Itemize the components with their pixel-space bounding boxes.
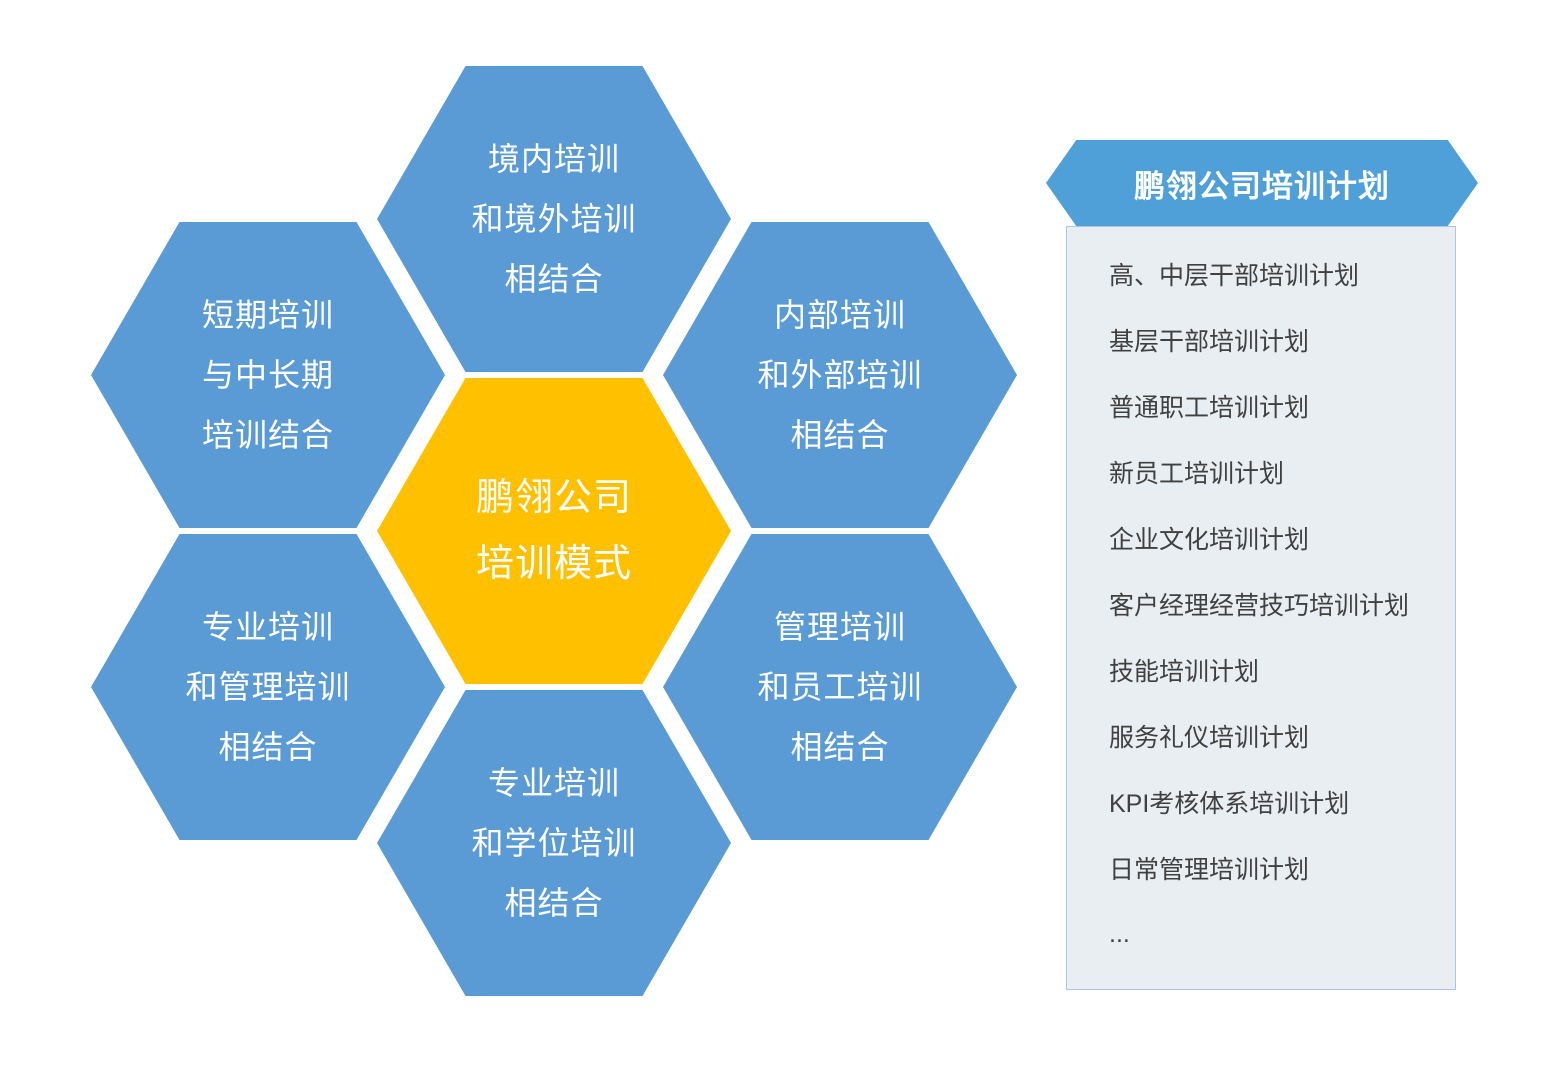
hexagon-label-line: 内部培训 [773,297,906,333]
hexagon-label-line: 相结合 [218,729,318,765]
hexagon-internal-external-training: 内部培训 和外部培训 相结合 [663,222,1017,528]
plan-item: 基层干部培训计划 [1109,328,1310,356]
plan-item: 新员工培训计划 [1109,460,1285,488]
hexagon-label-line: 与中长期 [201,357,334,393]
plan-item: 日常管理培训计划 [1109,856,1310,884]
plan-item: 普通职工培训计划 [1109,394,1310,422]
plan-item: 服务礼仪培训计划 [1109,724,1310,752]
hexagon-label: 专业培训 和学位培训 相结合 [471,753,636,933]
training-plan-title: 鹏翎公司培训计划 [1134,168,1390,204]
hexagon-label-line: 培训结合 [201,417,334,453]
hexagon-label-line: 培训模式 [475,543,632,585]
training-plan-title-banner: 鹏翎公司培训计划 [1046,140,1478,226]
hexagon-professional-degree-training: 专业培训 和学位培训 相结合 [377,690,731,996]
hexagon-short-long-term-training: 短期培训 与中长期 培训结合 [91,222,445,528]
hexagon-professional-management-training: 专业培训 和管理培训 相结合 [91,534,445,840]
hexagon-label-line: 和境外培训 [471,201,637,237]
hexagon-label-line: 专业培训 [201,609,334,645]
hexagon-label-line: 和学位培训 [471,825,637,861]
plan-item: KPI考核体系培训计划 [1109,790,1350,818]
hexagon-label: 鹏翎公司 培训模式 [476,465,632,597]
hexagon-label: 短期培训 与中长期 培训结合 [202,285,334,465]
hexagon-label-line: 相结合 [504,261,604,297]
plan-item: ... [1109,919,1130,948]
hexagon-label-line: 境内培训 [487,141,620,177]
hexagon-label-line: 和管理培训 [185,669,351,705]
hexagon-label-line: 管理培训 [773,609,906,645]
plan-item: 技能培训计划 [1109,658,1260,686]
hexagon-label: 内部培训 和外部培训 相结合 [757,285,922,465]
plan-item: 客户经理经营技巧培训计划 [1109,592,1410,620]
hexagon-label: 境内培训 和境外培训 相结合 [471,129,636,309]
hexagon-management-staff-training: 管理培训 和员工培训 相结合 [663,534,1017,840]
hexagon-label-line: 和外部培训 [757,357,923,393]
hexagon-domestic-overseas-training: 境内培训 和境外培训 相结合 [377,66,731,372]
hexagon-center-training-mode: 鹏翎公司 培训模式 [377,378,731,684]
hexagon-label-line: 和员工培训 [757,669,923,705]
hexagon-label: 专业培训 和管理培训 相结合 [185,597,350,777]
hexagon-label-line: 专业培训 [487,765,620,801]
hexagon-label: 管理培训 和员工培训 相结合 [757,597,922,777]
hexagon-label-line: 鹏翎公司 [475,477,632,519]
hexagon-label-line: 相结合 [790,417,890,453]
hexagon-label-line: 短期培训 [201,297,334,333]
plan-item: 企业文化培训计划 [1109,526,1310,554]
plan-item: 高、中层干部培训计划 [1109,262,1360,290]
hexagon-label-line: 相结合 [790,729,890,765]
hexagon-label-line: 相结合 [504,885,604,921]
training-plan-list: 高、中层干部培训计划 基层干部培训计划 普通职工培训计划 新员工培训计划 企业文… [1066,226,1456,990]
